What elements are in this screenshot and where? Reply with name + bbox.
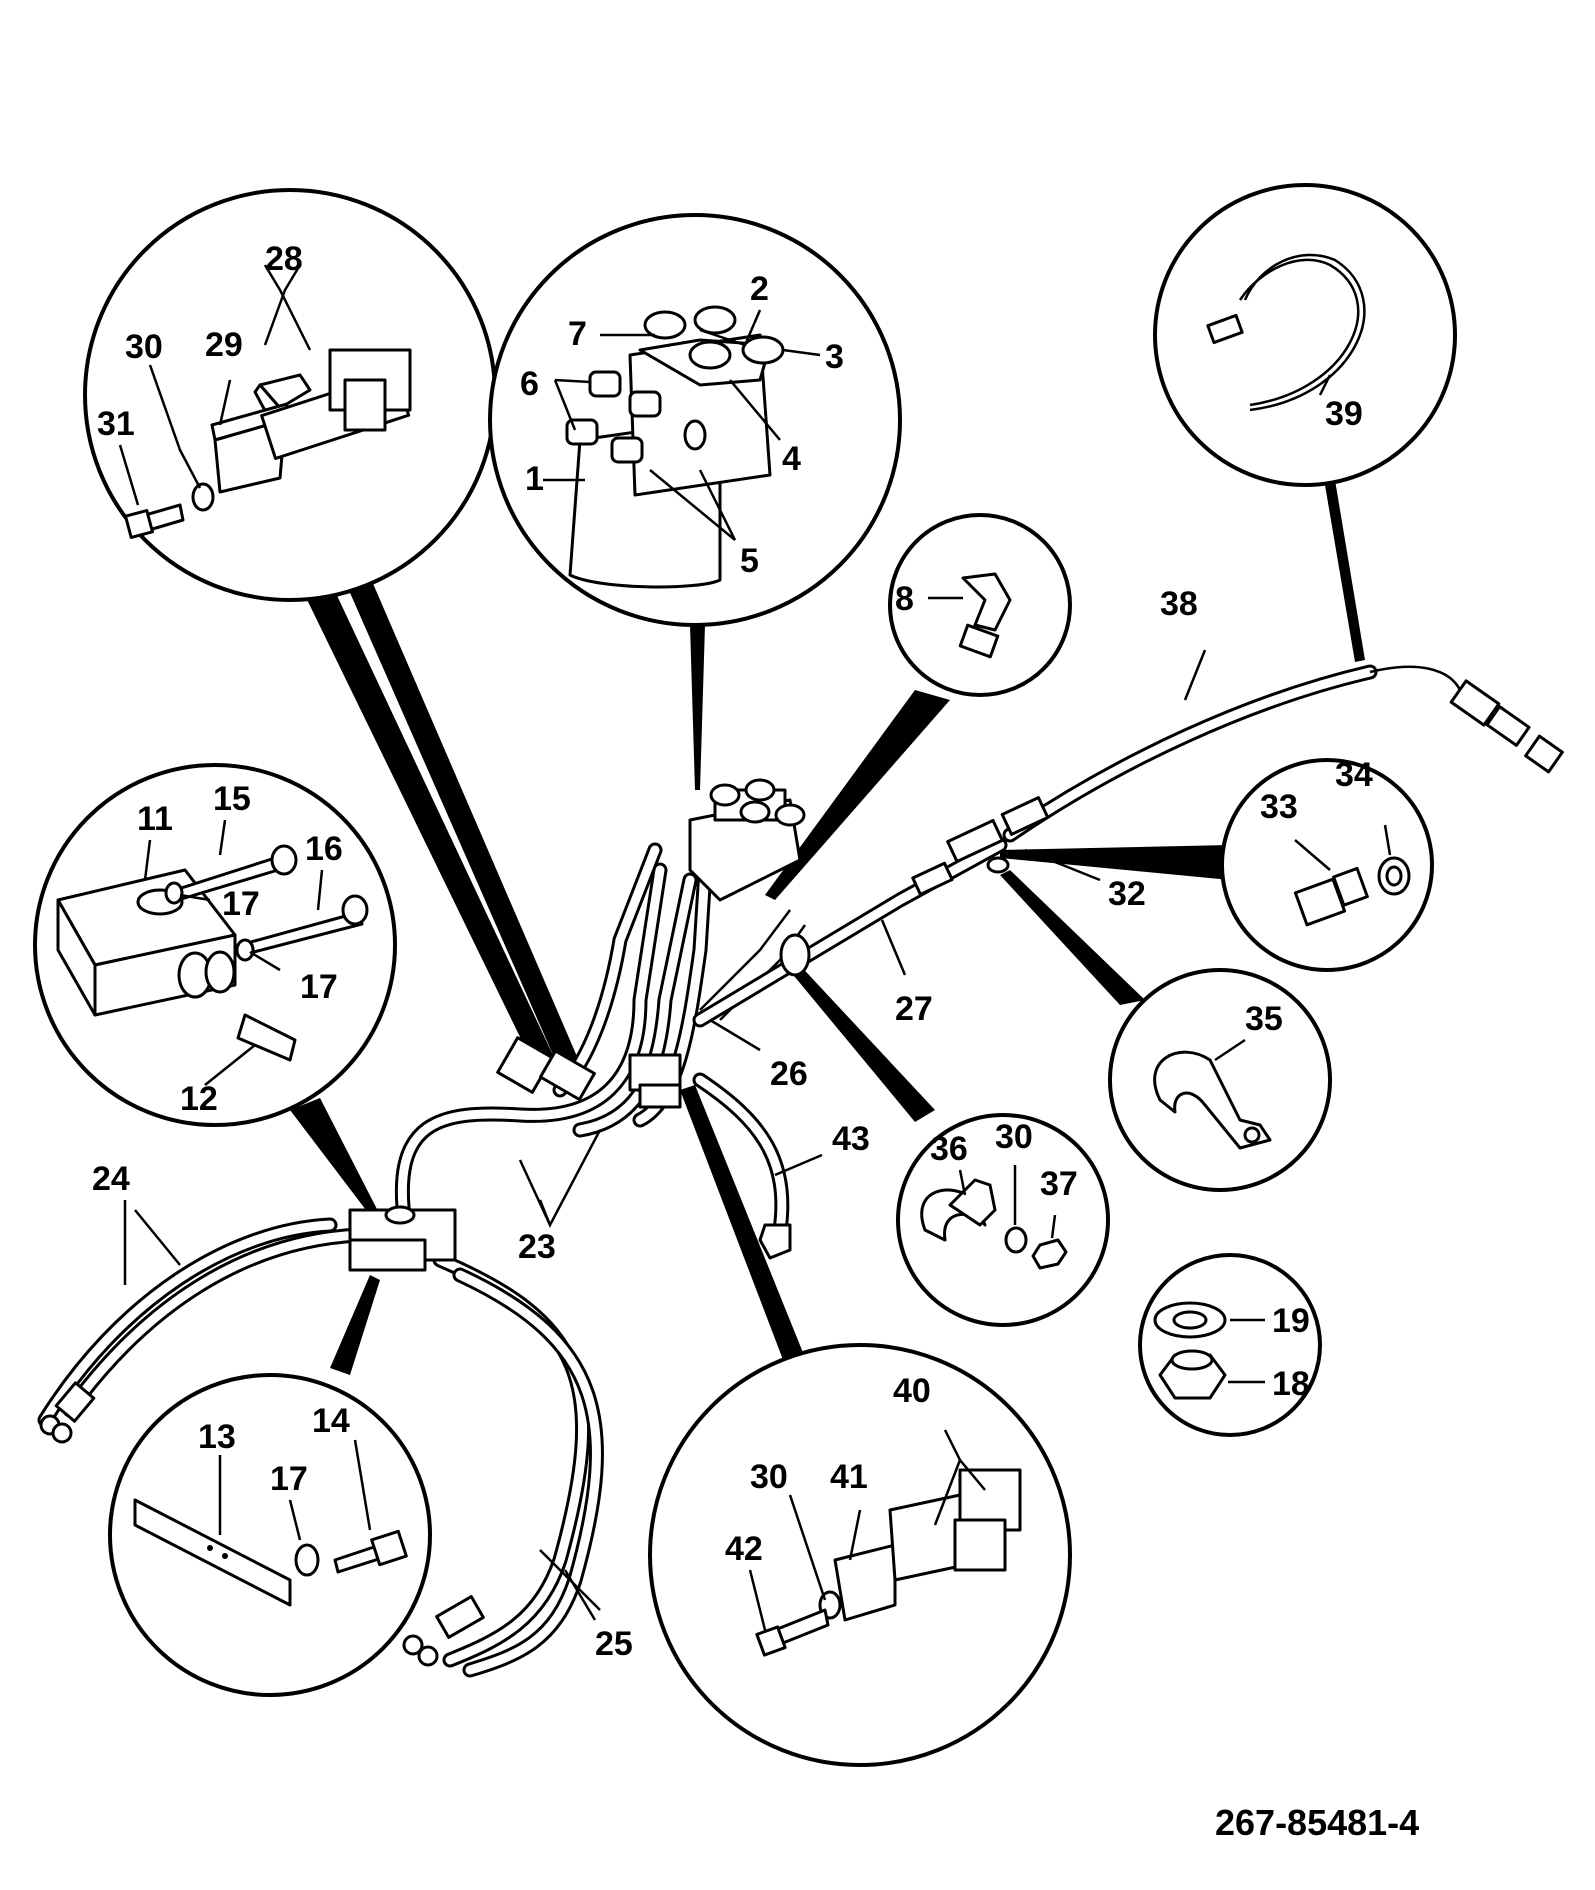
callout-17b: 17 [300, 968, 338, 1006]
callout-19: 19 [1272, 1302, 1310, 1340]
callout-28: 28 [265, 240, 303, 278]
detail-pointers [290, 480, 1365, 1378]
callout-38: 38 [1160, 585, 1198, 623]
callout-5: 5 [740, 542, 759, 580]
detail-nut-washer [1138, 1253, 1322, 1437]
callout-34: 34 [1335, 756, 1373, 794]
callout-8: 8 [895, 580, 914, 618]
callout-43: 43 [832, 1120, 870, 1158]
callout-37: 37 [1040, 1165, 1078, 1203]
callout-labels: 1 2 3 4 5 6 7 8 11 12 13 14 15 16 17 17 … [92, 240, 1373, 1663]
callout-33: 33 [1260, 788, 1298, 826]
callout-29: 29 [205, 326, 243, 364]
callout-14: 14 [312, 1402, 350, 1440]
callout-30b: 30 [995, 1118, 1033, 1156]
callout-41: 41 [830, 1458, 868, 1496]
callout-39: 39 [1325, 395, 1363, 433]
detail-valve-block [33, 763, 397, 1127]
callout-24: 24 [92, 1160, 130, 1198]
callout-31: 31 [97, 405, 135, 443]
callout-32: 32 [1108, 875, 1146, 913]
detail-clamp-lower [648, 1343, 1072, 1767]
callout-17a: 17 [222, 885, 260, 923]
callout-2: 2 [750, 270, 769, 308]
detail-steering-valve [488, 213, 902, 627]
drawing-number: 267-85481-4 [1215, 1802, 1419, 1843]
detail-elbow-8 [888, 513, 1072, 697]
callout-36: 36 [930, 1130, 968, 1168]
hose-assembly [37, 649, 1564, 1678]
callout-16: 16 [305, 830, 343, 868]
callout-30a: 30 [125, 328, 163, 366]
callout-42: 42 [725, 1530, 763, 1568]
callout-26: 26 [770, 1055, 808, 1093]
callout-13: 13 [198, 1418, 236, 1456]
callout-6: 6 [520, 365, 539, 403]
callout-23: 23 [518, 1228, 556, 1266]
callout-30c: 30 [750, 1458, 788, 1496]
callout-25: 25 [595, 1625, 633, 1663]
callout-17c: 17 [270, 1460, 308, 1498]
callout-15: 15 [213, 780, 251, 818]
detail-clip-36 [896, 1113, 1110, 1327]
callout-12: 12 [180, 1080, 218, 1118]
detail-strap-plate [108, 1373, 432, 1697]
callout-1: 1 [525, 460, 544, 498]
callout-40: 40 [893, 1372, 931, 1410]
callout-27: 27 [895, 990, 933, 1028]
detail-clip-35 [1108, 968, 1332, 1192]
callout-7: 7 [568, 315, 587, 353]
detail-adapter-33-34 [1220, 758, 1434, 972]
callout-18: 18 [1272, 1365, 1310, 1403]
callout-35: 35 [1245, 1000, 1283, 1038]
callout-4: 4 [782, 440, 801, 478]
detail-harness-39 [1153, 183, 1457, 487]
callout-3: 3 [825, 338, 844, 376]
callout-11: 11 [137, 800, 173, 838]
